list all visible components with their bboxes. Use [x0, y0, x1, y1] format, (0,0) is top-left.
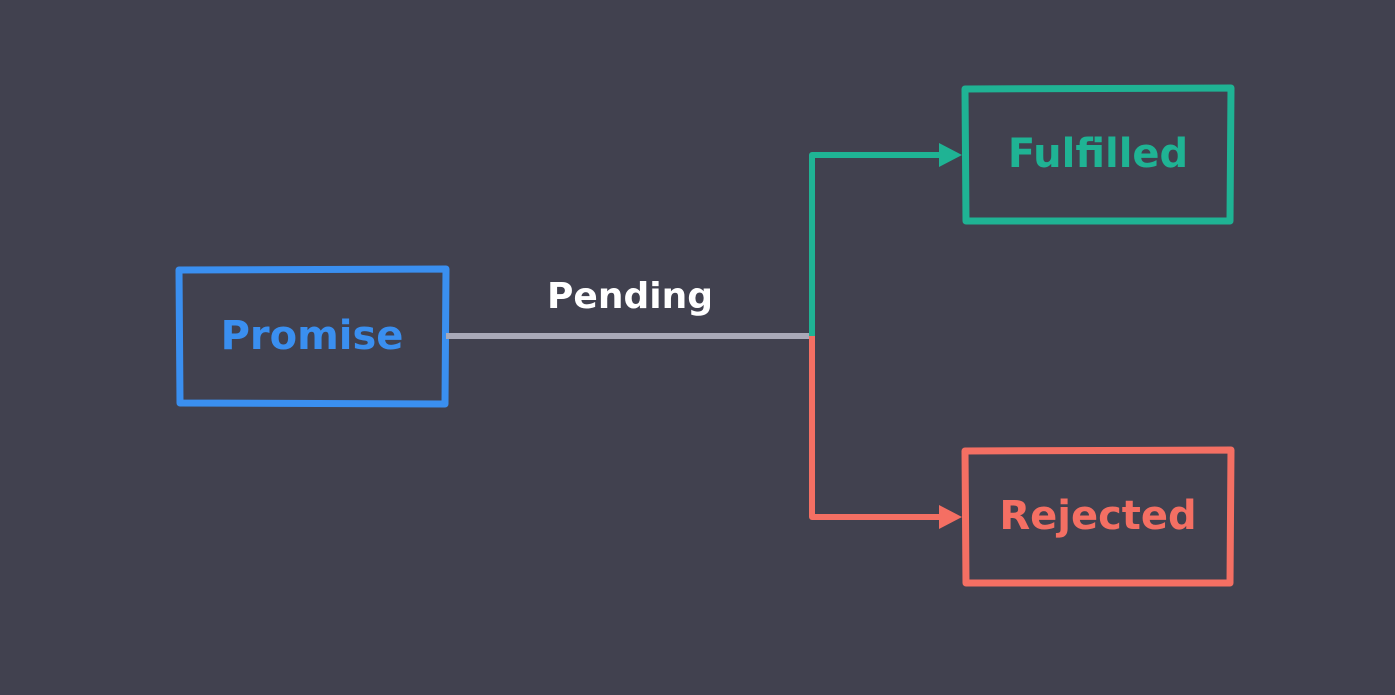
rejected-branch-line	[809, 336, 945, 520]
fulfilled-label: Fulfilled	[1007, 131, 1189, 177]
rejected-box	[961, 446, 1235, 587]
promise-box	[175, 265, 450, 408]
fulfilled-branch-line	[809, 152, 945, 336]
rejected-arrowhead	[939, 505, 962, 529]
rejected-label: Rejected	[999, 493, 1197, 539]
pending-label: Pending	[547, 276, 713, 317]
promise-label: Promise	[220, 313, 404, 359]
fulfilled-box	[961, 84, 1235, 225]
fulfilled-arrowhead	[939, 143, 962, 167]
